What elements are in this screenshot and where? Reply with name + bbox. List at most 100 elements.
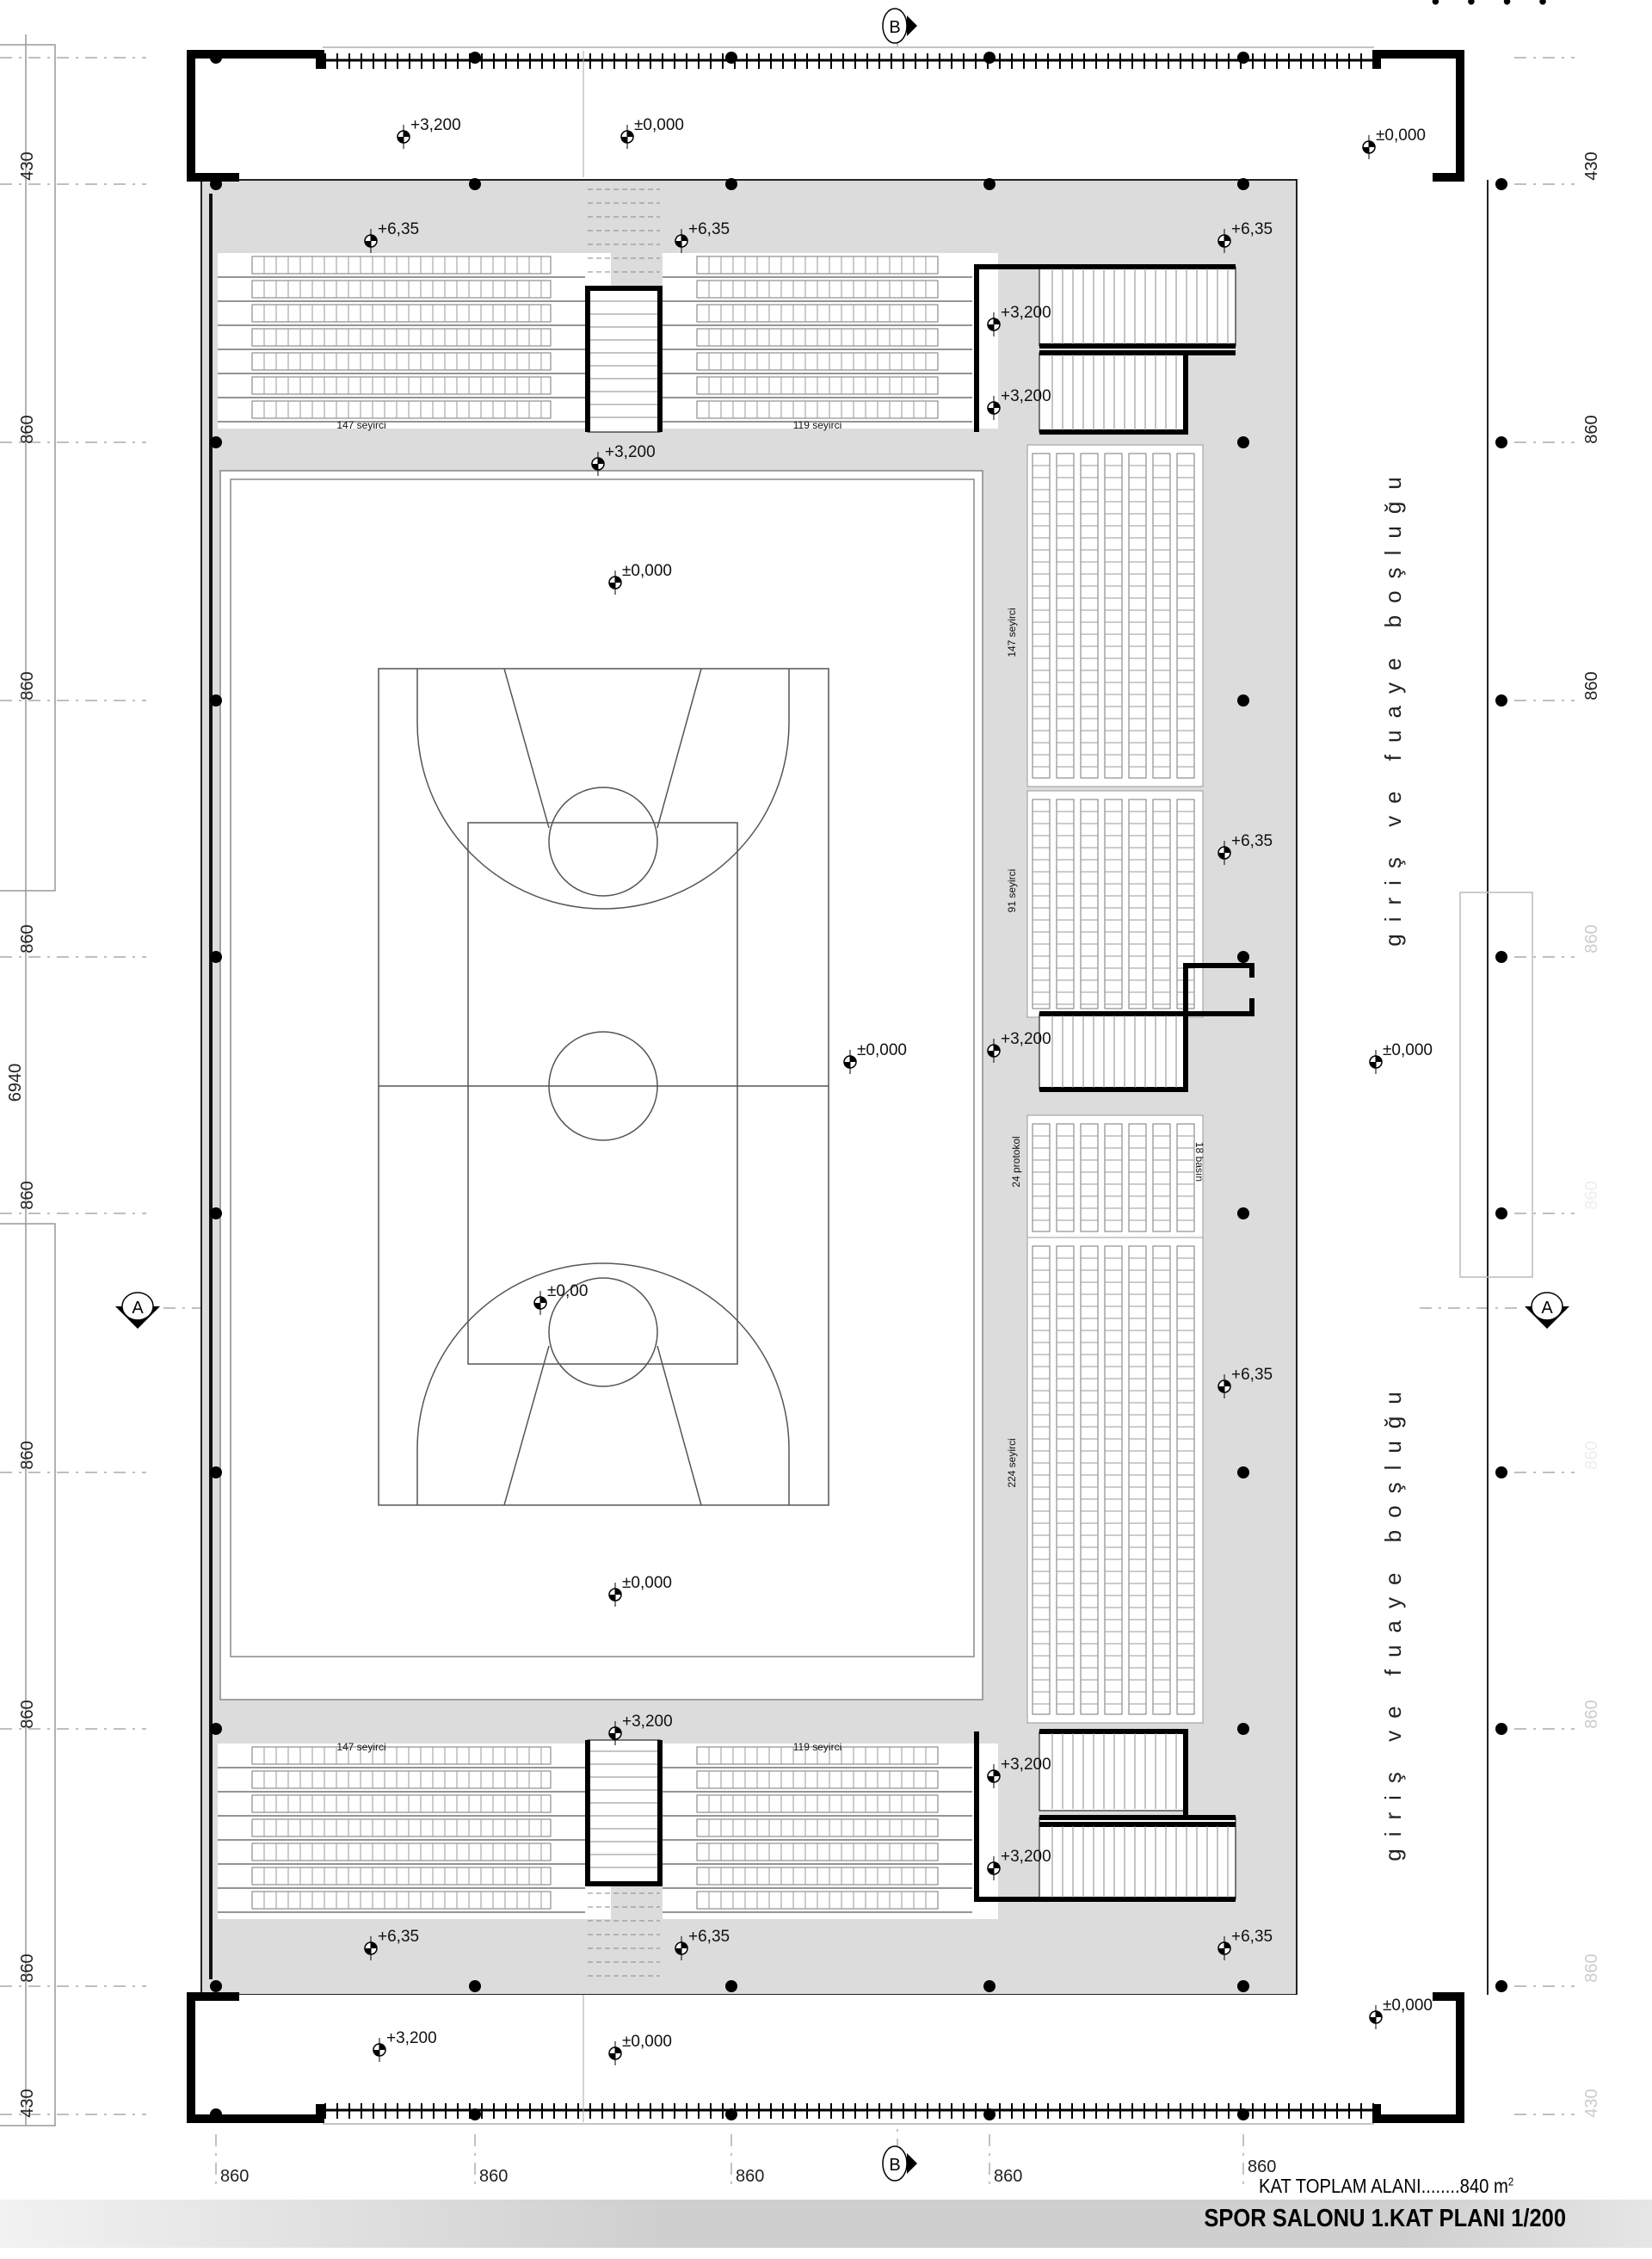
corner-text: • • • • (1431, 0, 1557, 15)
column (1495, 1723, 1507, 1735)
bottom-dimensions: 860 860 860 860 860 (220, 2157, 1276, 2186)
seat-row (251, 1770, 552, 1789)
elevation-label: ±0,000 (1376, 127, 1426, 145)
seat-column (1080, 1123, 1099, 1232)
elevation-marker: +6,35 (1217, 1928, 1273, 1960)
seat-row (251, 376, 552, 395)
seat-label: 119 seyirci (793, 419, 841, 431)
elevation-label: ±0,000 (1383, 1997, 1433, 2015)
seat-row (251, 328, 552, 347)
elevation-label: +6,35 (688, 220, 730, 238)
column (1495, 1207, 1507, 1219)
dimension: 860 (1582, 1181, 1601, 1209)
seat-row (251, 280, 552, 299)
svg-text:A: A (1541, 1299, 1553, 1318)
seat-column (1032, 1245, 1051, 1715)
seat-row (251, 400, 552, 419)
section-marker-b-bottom: B (882, 2145, 917, 2182)
dimension: 860 (220, 2167, 249, 2186)
column (210, 1980, 222, 1992)
dimension: 860 (18, 1441, 37, 1469)
elevation-label: +6,35 (1231, 1928, 1273, 1946)
elevation-marker: +6,35 (1217, 1366, 1273, 1398)
elevation-marker: ±0,000 (1369, 1997, 1433, 2029)
column (983, 2108, 996, 2120)
elevation-label: ±0,00 (547, 1282, 588, 1300)
elevation-label: +3,200 (1001, 1848, 1051, 1866)
elevation-label: ±0,000 (622, 1574, 672, 1592)
total-dimension: 6940 (6, 1064, 25, 1102)
bottom-entrance-block (187, 1992, 1464, 2125)
column (210, 1466, 222, 1478)
left-outline (0, 34, 56, 2126)
center-circle (548, 1031, 658, 1141)
elevation-marker: ±0,000 (608, 2033, 672, 2065)
seat-column (1056, 453, 1075, 779)
seating-labels: 147 seyirci 119 seyirci 147 seyirci 119 … (336, 419, 1205, 1753)
seat-column (1056, 799, 1075, 1009)
dimension: 860 (479, 2167, 508, 2186)
seat-row (251, 1794, 552, 1813)
column (1495, 951, 1507, 963)
sports-court (219, 470, 983, 1700)
left-dimensions: 430 860 860 860 860 860 860 860 430 6940 (6, 151, 37, 2117)
drawing-title: SPOR SALONU 1.KAT PLANI 1/200 (1204, 2205, 1566, 2232)
column (469, 1980, 481, 1992)
elevation-label: ±0,000 (857, 1041, 907, 1059)
column (210, 178, 222, 190)
dimension: 860 (1582, 1441, 1601, 1469)
svg-text:B: B (889, 18, 900, 37)
dimension: 430 (18, 2089, 37, 2117)
elevation-marker: +6,35 (1217, 220, 1273, 253)
elevation-label: +6,35 (688, 1928, 730, 1946)
floor-area-label: KAT TOPLAM ALANI........840 m (1259, 2175, 1508, 2197)
column (1237, 52, 1249, 64)
floor-area: KAT TOPLAM ALANI........840 m2 (1259, 2175, 1513, 2198)
elevation-marker: +6,35 (675, 1928, 730, 1960)
seat-row (251, 1867, 552, 1886)
elevation-label: +6,35 (1231, 1366, 1273, 1384)
column (210, 436, 222, 448)
elevation-marker: +3,200 (987, 1756, 1051, 1788)
dimension: 860 (18, 1700, 37, 1728)
dimension: 860 (18, 1181, 37, 1209)
dimension: 860 (1248, 2157, 1276, 2176)
dimension: 860 (18, 415, 37, 443)
seat-column (1152, 1123, 1171, 1232)
column (725, 178, 737, 190)
elevation-marker: +6,35 (675, 220, 730, 253)
elevation-label: +3,200 (1001, 304, 1051, 322)
column (1237, 178, 1249, 190)
elevation-marker: +6,35 (1217, 832, 1273, 865)
elevation-marker: +3,200 (397, 116, 461, 149)
section-marker-a-left: A (115, 1292, 160, 1329)
dimension: 860 (736, 2167, 764, 2186)
volleyball-court (467, 822, 738, 1365)
seat-column (1128, 453, 1147, 779)
column (210, 694, 222, 707)
seat-label: 147 seyirci (336, 1741, 385, 1753)
seat-row (251, 256, 552, 275)
dimension: 860 (18, 671, 37, 700)
column (1495, 178, 1507, 190)
elevation-label: ±0,000 (622, 2033, 672, 2051)
column (1237, 1466, 1249, 1478)
elevation-label: +3,200 (622, 1713, 673, 1731)
dimension: 860 (994, 2167, 1022, 2186)
elevation-marker: +3,200 (987, 1030, 1051, 1063)
seat-column (1176, 453, 1195, 779)
elevation-label: +3,200 (386, 2029, 437, 2047)
seat-label: 18 basın (1193, 1142, 1205, 1182)
basketball-court (378, 668, 829, 1506)
seat-label: 119 seyirci (793, 1741, 841, 1753)
railing-ticks (324, 53, 1374, 2119)
elevation-markers: +3,200 ±0,000 ±0,000 +6,35 +6,35 +6,35 +3,200 +… (364, 116, 1433, 2065)
structural-columns (210, 52, 1507, 2120)
seat-column (1080, 453, 1099, 779)
seat-row (251, 1818, 552, 1837)
stair-treads (588, 188, 1229, 1977)
column (469, 2108, 481, 2120)
seat-column (1128, 799, 1147, 1009)
seat-column (1176, 1123, 1195, 1232)
